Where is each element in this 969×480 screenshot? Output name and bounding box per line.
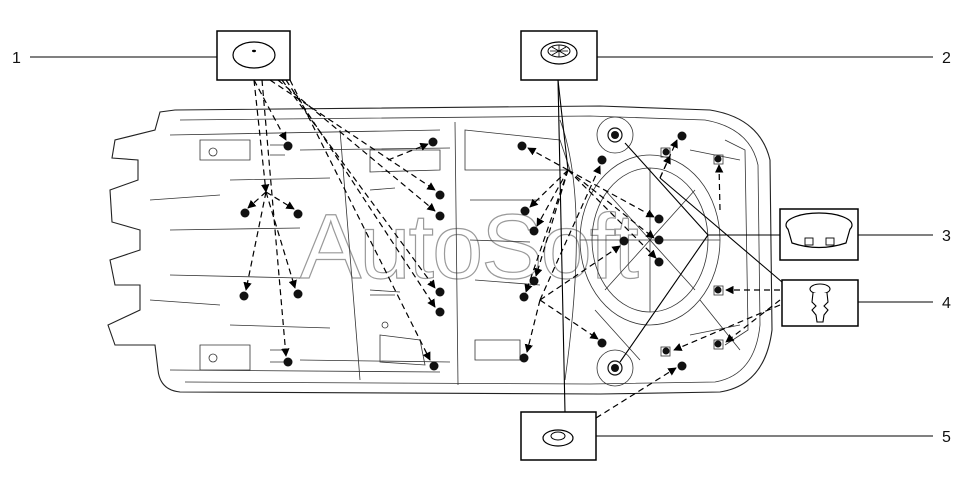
callout-number-4: 4 bbox=[942, 295, 951, 312]
part-box-1 bbox=[216, 30, 291, 81]
hole-dot bbox=[529, 276, 539, 286]
hole-dot bbox=[435, 211, 445, 221]
dashed-leaders bbox=[243, 79, 781, 419]
hole-dot bbox=[429, 361, 439, 371]
hole-dot bbox=[517, 141, 527, 151]
hole-dot bbox=[677, 131, 687, 141]
hole-dot bbox=[714, 340, 722, 348]
hole-dot bbox=[240, 208, 250, 218]
part-box-5 bbox=[520, 411, 597, 461]
callout-number-2: 2 bbox=[942, 50, 951, 67]
hole-dot bbox=[611, 131, 619, 139]
hole-dot bbox=[519, 292, 529, 302]
solid-leaders bbox=[30, 56, 933, 437]
watermark-text: AutoSoft bbox=[300, 196, 638, 298]
hole-dot bbox=[611, 364, 619, 372]
hole-dot bbox=[677, 361, 687, 371]
hole-dot bbox=[519, 353, 529, 363]
hole-dot bbox=[662, 148, 670, 156]
hole-square bbox=[660, 346, 671, 357]
hole-dot bbox=[619, 236, 629, 246]
hole-dot bbox=[597, 155, 607, 165]
hole-dot bbox=[435, 307, 445, 317]
hole-dot bbox=[662, 347, 670, 355]
hole-dot bbox=[283, 357, 293, 367]
hole-dot bbox=[293, 289, 303, 299]
hole-dot bbox=[520, 206, 530, 216]
callout-number-3: 3 bbox=[942, 228, 951, 245]
hole-dot bbox=[714, 286, 722, 294]
hole-dot bbox=[654, 235, 664, 245]
hole-dot bbox=[597, 338, 607, 348]
hole-dot bbox=[654, 214, 664, 224]
hole-dot bbox=[283, 141, 293, 151]
callout-number-5: 5 bbox=[942, 429, 951, 446]
plug-holes bbox=[239, 127, 724, 376]
hole-square bbox=[713, 285, 724, 296]
hole-square bbox=[713, 154, 724, 165]
hole-dot bbox=[529, 226, 539, 236]
hole-dot bbox=[714, 155, 722, 163]
hole-dot bbox=[239, 291, 249, 301]
hole-dot bbox=[435, 190, 445, 200]
part-box-4 bbox=[781, 279, 859, 327]
part-box-3 bbox=[779, 208, 859, 261]
hole-dot bbox=[428, 137, 438, 147]
hole-square bbox=[713, 339, 724, 350]
callout-number-1: 1 bbox=[12, 50, 21, 67]
part-box-2 bbox=[520, 30, 598, 81]
hole-dot bbox=[435, 287, 445, 297]
hole-dot bbox=[293, 209, 303, 219]
hole-dot bbox=[654, 257, 664, 267]
